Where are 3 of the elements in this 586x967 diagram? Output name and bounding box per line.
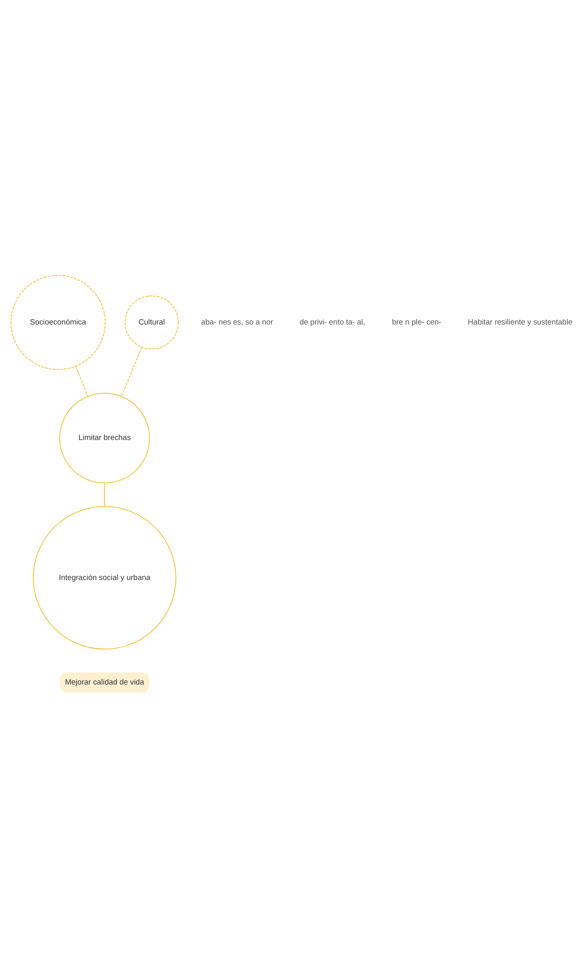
connector: [75, 365, 88, 396]
connector: [104, 482, 106, 506]
connector: [121, 346, 142, 396]
